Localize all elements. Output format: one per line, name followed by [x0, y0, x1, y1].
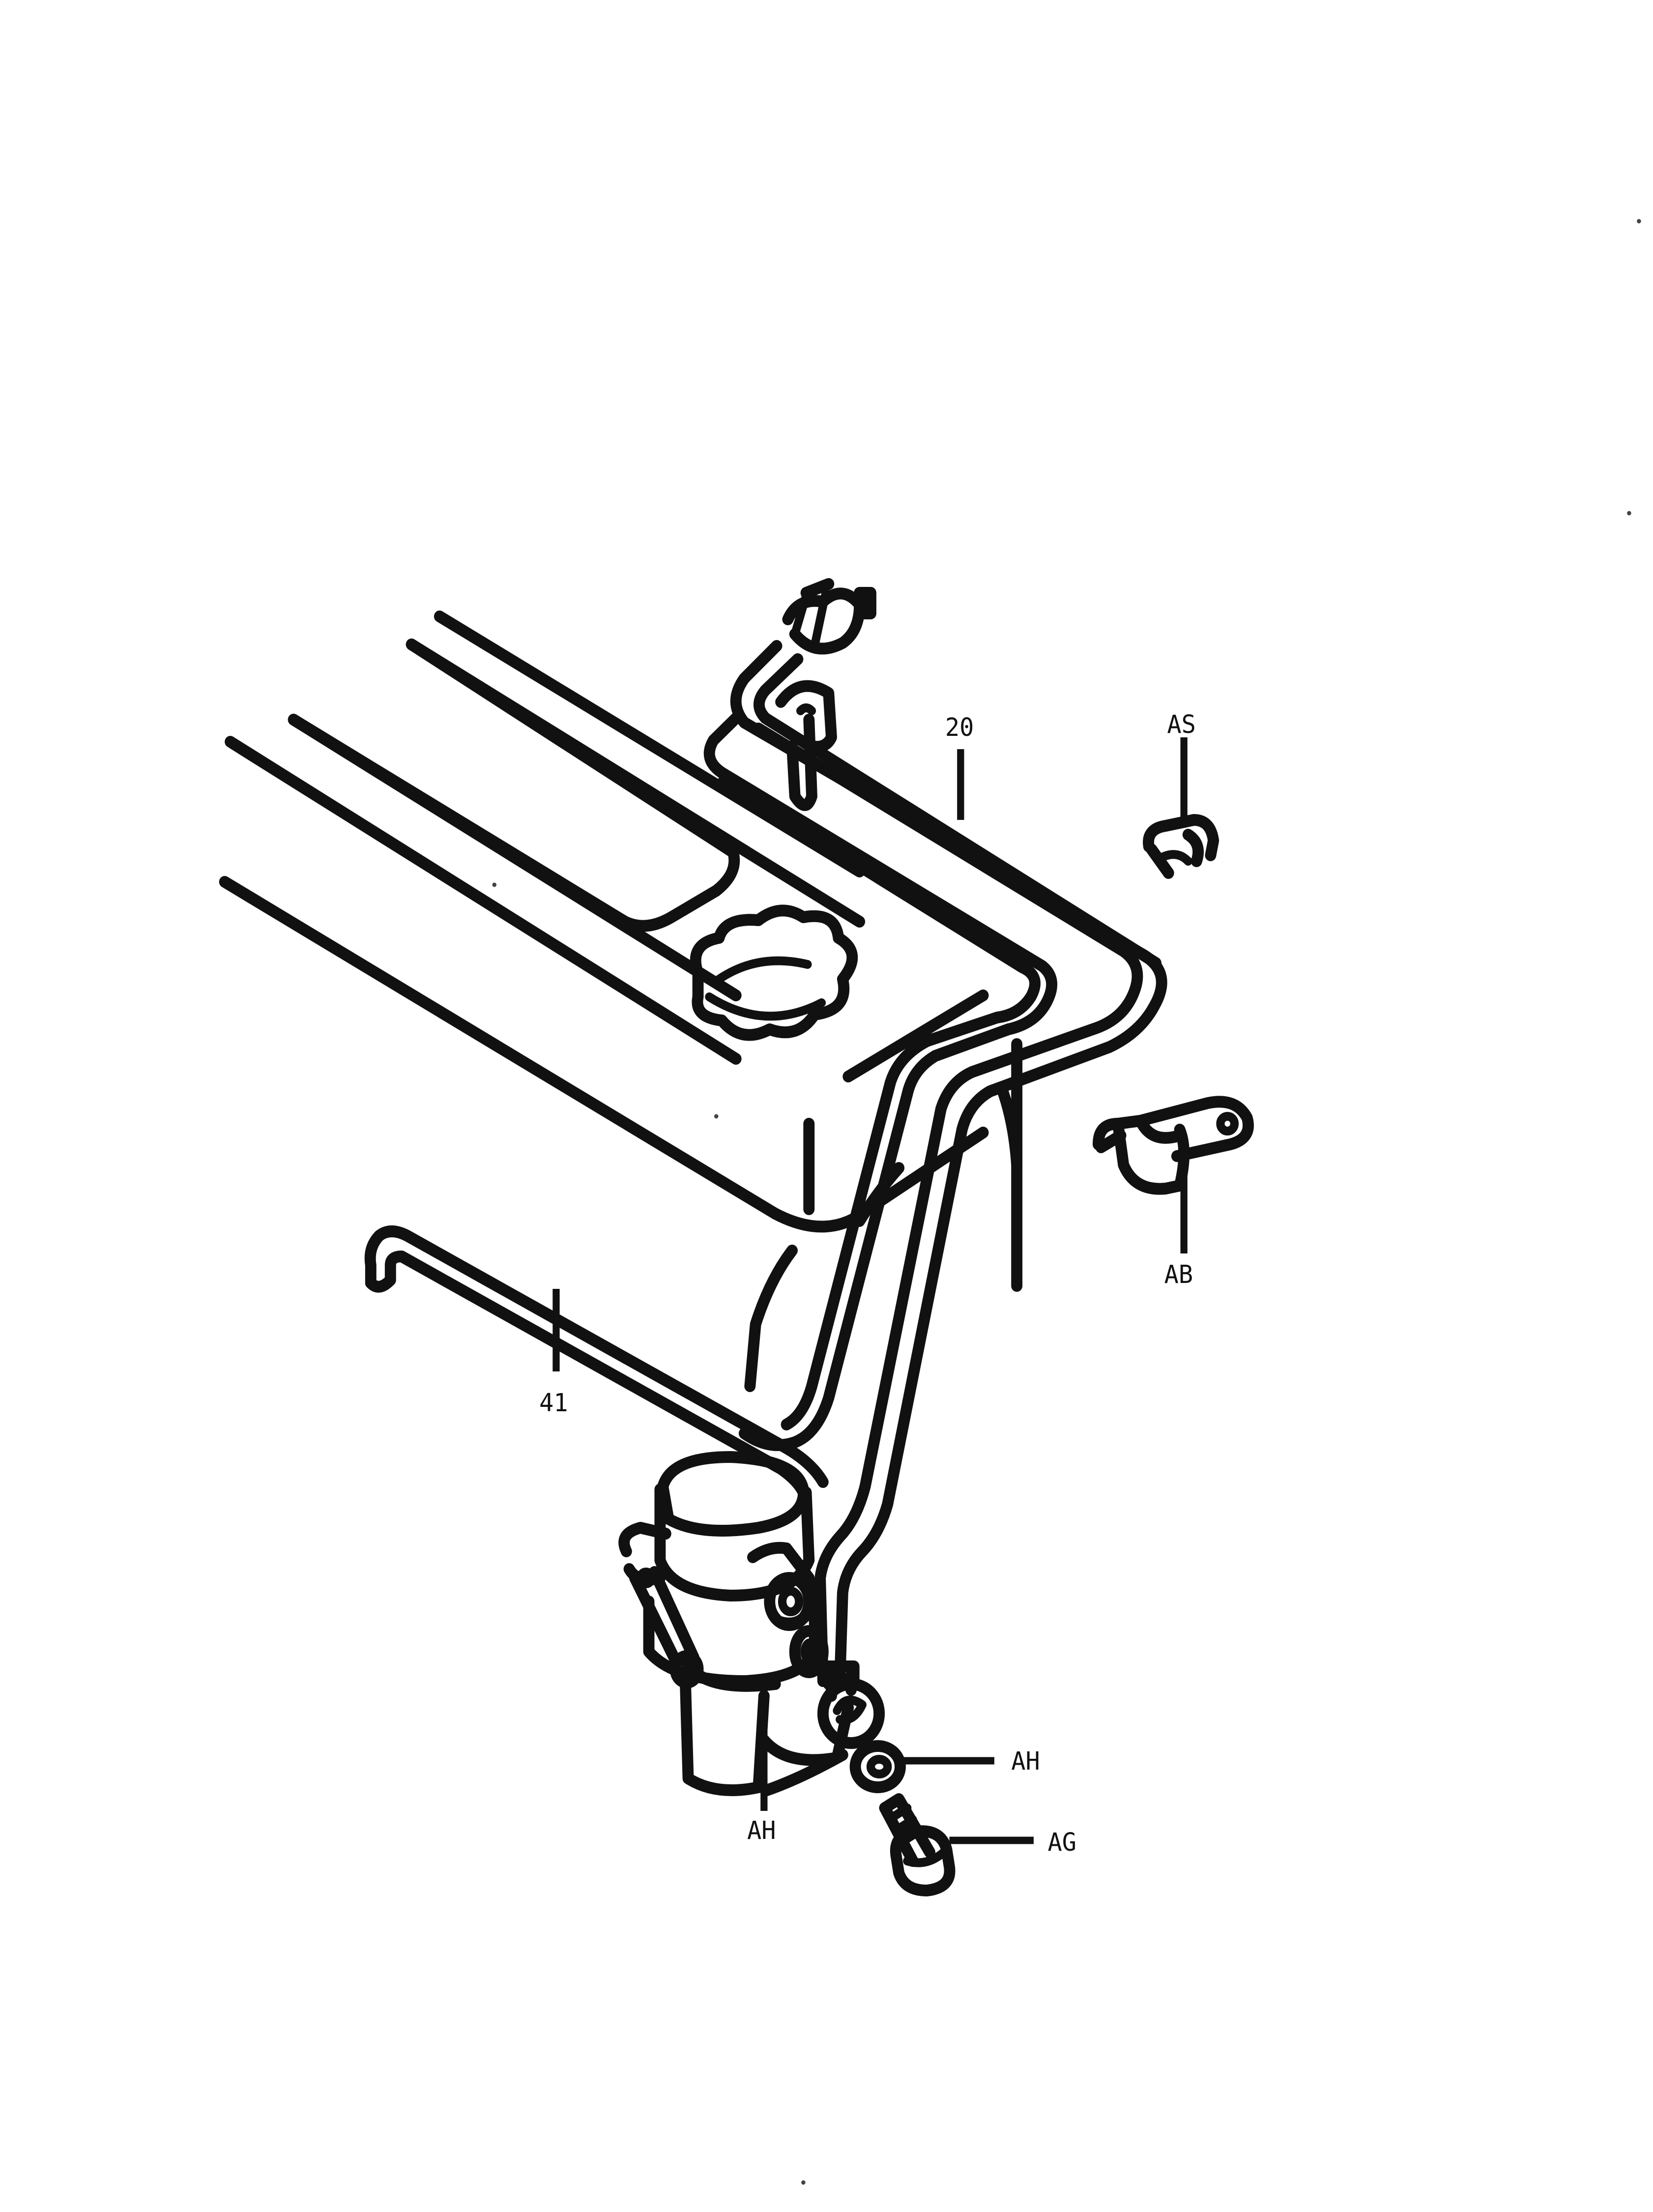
scan-specks [492, 219, 1641, 2185]
callout-ag: AG [1048, 1828, 1076, 1857]
fuel-pump [618, 1451, 885, 1796]
callout-ah-bottom: AH [747, 1816, 776, 1845]
banjo-bolt-ag [879, 1793, 956, 1896]
clamp-ab [1092, 1096, 1254, 1195]
callout-41: 41 [539, 1388, 568, 1417]
callout-as: AS [1167, 710, 1195, 739]
callout-20: 20 [945, 713, 974, 742]
callout-ah-right: AH [1011, 1746, 1040, 1775]
filler-cap [690, 904, 858, 1041]
washer-ah [849, 1740, 906, 1793]
fuel-pipe-20 [703, 578, 1167, 1687]
leader-lines [552, 737, 1188, 1844]
tank-cover [219, 611, 1023, 1392]
callout-labels: 20 AS AB 41 AH AH AG [539, 710, 1196, 1857]
pipe-bracket [775, 680, 837, 811]
callout-ab: AB [1164, 1260, 1193, 1289]
clamp-as [1143, 814, 1219, 879]
